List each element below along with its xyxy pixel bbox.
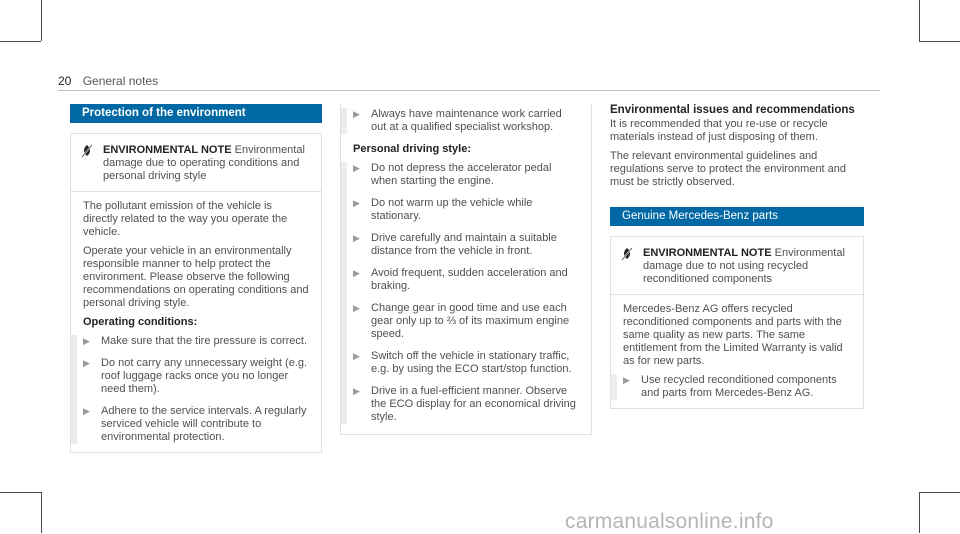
list-item: ▶Avoid frequent, sudden acceleration and…: [347, 267, 579, 293]
page-header: 20 General notes: [58, 74, 158, 88]
crop-mark: [919, 492, 920, 533]
bullet-list: ▶Use recycled reconditioned components a…: [611, 374, 851, 400]
subheading: Personal driving style:: [353, 143, 471, 155]
list-item: ▶Switch off the vehicle in stationary tr…: [347, 350, 579, 376]
left-column: Protection of the environment ENVIRONMEN…: [70, 104, 322, 453]
leaf-slash-icon: [81, 144, 103, 183]
triangle-right-icon: ▶: [353, 109, 360, 119]
section-title: General notes: [82, 74, 159, 88]
triangle-right-icon: ▶: [353, 351, 360, 361]
list-item: ▶Drive carefully and maintain a suitable…: [347, 232, 579, 258]
crop-mark: [919, 41, 960, 42]
bullet-list: ▶Make sure that the tire pressure is cor…: [71, 335, 309, 444]
env-note-title: ENVIRONMENTAL NOTE: [643, 247, 772, 259]
env-note-text: ENVIRONMENTAL NOTE Environmental damage …: [643, 247, 853, 286]
crop-mark: [0, 41, 41, 42]
triangle-right-icon: ▶: [623, 375, 630, 385]
section-bar: Genuine Mercedes-Benz parts: [610, 207, 864, 226]
list-item: ▶Do not depress the accelerator pedal wh…: [347, 162, 579, 188]
crop-mark: [919, 0, 920, 41]
bullet-list: ▶Always have maintenance work carried ou…: [341, 108, 579, 134]
list-item: ▶Drive in a fuel-efficient manner. Obser…: [347, 385, 579, 424]
list-item: ▶Adhere to the service intervals. A regu…: [77, 405, 309, 444]
section-bar: Protection of the environment: [70, 104, 322, 123]
env-note-title: ENVIRONMENTAL NOTE: [103, 144, 232, 156]
crop-mark: [0, 492, 41, 493]
section-heading: Environmental issues and recommendations: [610, 104, 855, 116]
right-column: Environmental issues and recommendations…: [610, 104, 864, 409]
crop-mark: [919, 492, 960, 493]
header-rule: [58, 90, 880, 91]
watermark: carmanualsonline.info: [565, 510, 774, 533]
triangle-right-icon: ▶: [353, 386, 360, 396]
leaf-slash-icon: [621, 247, 643, 286]
bullet-list: ▶Do not depress the accelerator pedal wh…: [341, 162, 579, 424]
paragraph: The relevant environmental guidelines an…: [610, 150, 847, 188]
crop-mark: [41, 0, 42, 41]
paragraph: Operate your vehicle in an environmental…: [83, 245, 309, 309]
paragraph: The pollutant emission of the vehicle is…: [83, 200, 288, 238]
list-item: ▶Use recycled reconditioned components a…: [617, 374, 851, 400]
middle-column: ▶Always have maintenance work carried ou…: [340, 104, 592, 435]
paragraph: Mercedes-Benz AG offers recycled recondi…: [623, 303, 843, 367]
triangle-right-icon: ▶: [83, 336, 90, 346]
page-number: 20: [58, 74, 72, 88]
triangle-right-icon: ▶: [83, 406, 90, 416]
triangle-right-icon: ▶: [353, 233, 360, 243]
subheading: Operating conditions:: [83, 316, 198, 328]
triangle-right-icon: ▶: [353, 268, 360, 278]
environmental-note-box: ENVIRONMENTAL NOTE Environmental damage …: [610, 236, 864, 409]
list-item: ▶Make sure that the tire pressure is cor…: [77, 335, 309, 348]
env-note-text: ENVIRONMENTAL NOTE Environmental damage …: [103, 144, 311, 183]
triangle-right-icon: ▶: [353, 303, 360, 313]
list-item: ▶Always have maintenance work carried ou…: [347, 108, 579, 134]
env-note-body: Environmental damage due to operating co…: [103, 144, 305, 182]
list-item: ▶Do not warm up the vehicle while statio…: [347, 197, 579, 223]
list-item: ▶Change gear in good time and use each g…: [347, 302, 579, 341]
paragraph: It is recommended that you re-use or rec…: [610, 118, 828, 143]
env-note-body: Environmental damage due to not using re…: [643, 247, 845, 285]
list-item: ▶Do not carry any unnecessary weight (e.…: [77, 357, 309, 396]
triangle-right-icon: ▶: [83, 358, 90, 368]
crop-mark: [41, 492, 42, 533]
triangle-right-icon: ▶: [353, 198, 360, 208]
environmental-note-box: ENVIRONMENTAL NOTE Environmental damage …: [70, 133, 322, 453]
continued-note-box: ▶Always have maintenance work carried ou…: [340, 104, 592, 435]
triangle-right-icon: ▶: [353, 163, 360, 173]
